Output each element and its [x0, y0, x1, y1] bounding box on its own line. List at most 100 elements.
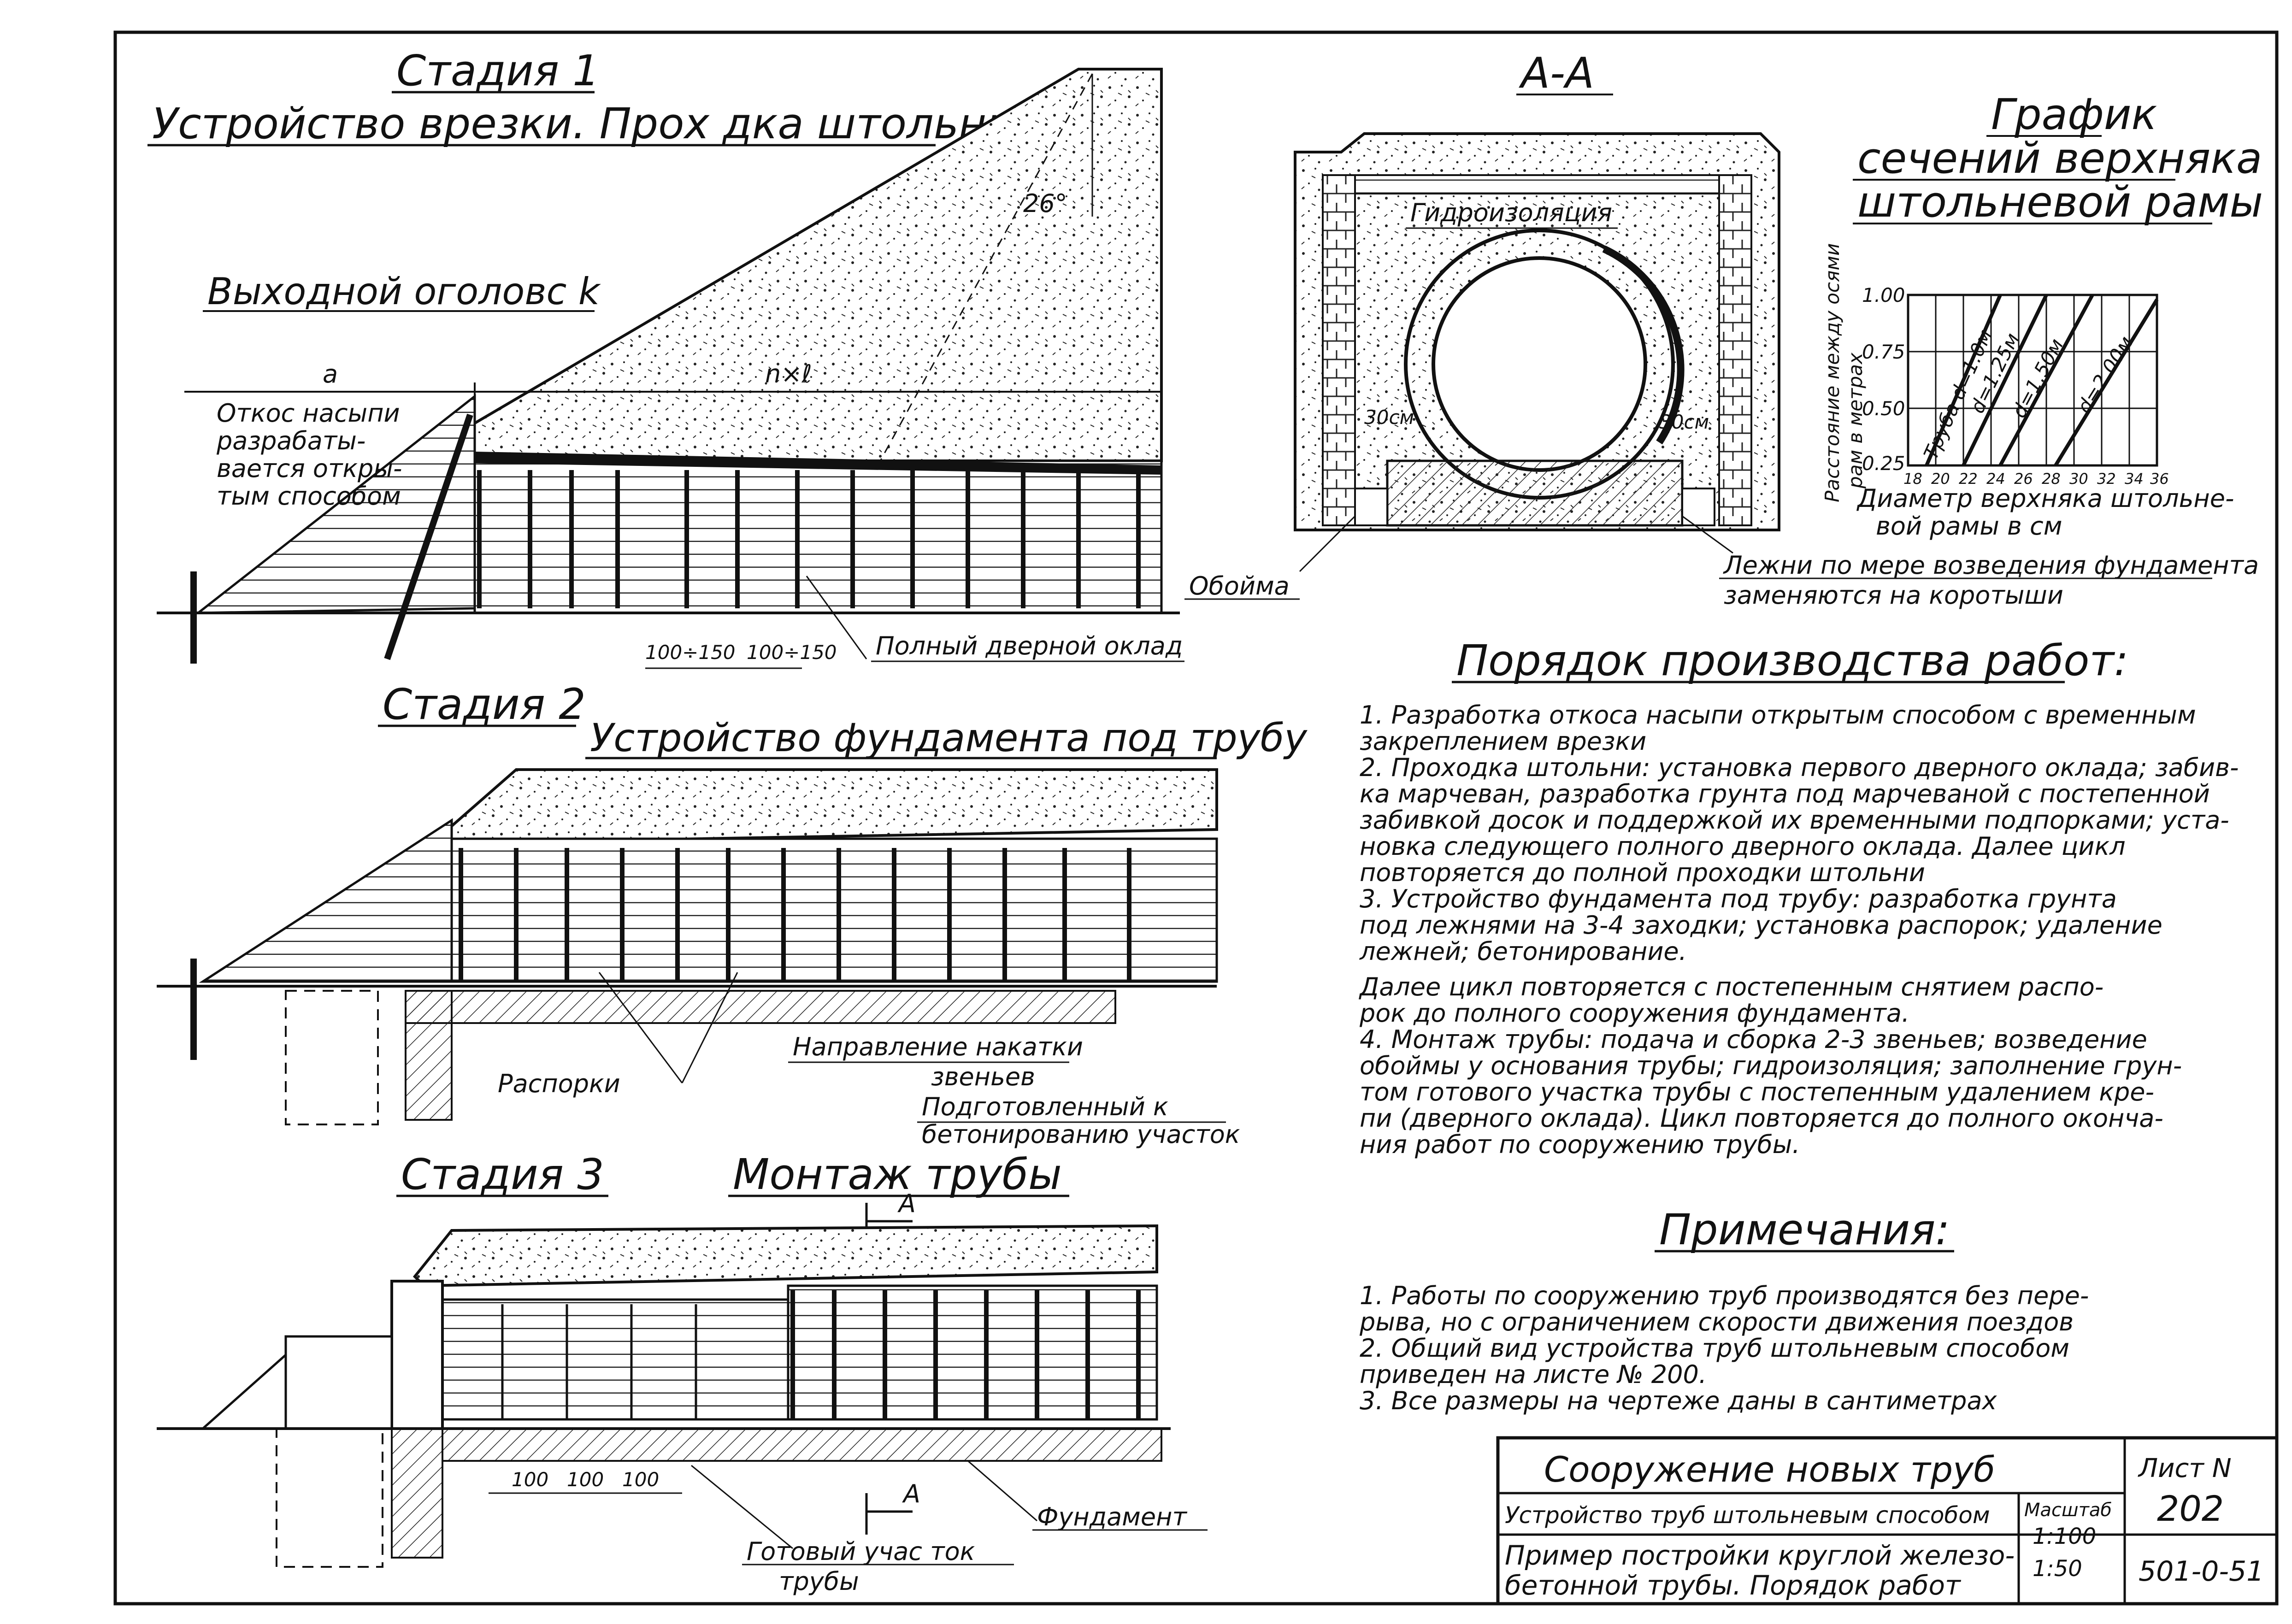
- graph-xtick-9: 34: [2125, 470, 2144, 488]
- graph-title-3: штольневой рамы: [1857, 177, 2263, 227]
- graph-xtick-2: 20: [1931, 470, 1950, 488]
- graph-ytick-2: 0.75: [1862, 341, 1905, 363]
- stage-3-pipe: [436, 1298, 790, 1421]
- section-mark-bottom: A: [902, 1479, 920, 1508]
- prepared-label-1: Подготовленный к: [922, 1092, 1168, 1121]
- stage-2-embankment: [441, 768, 1218, 845]
- doc-code: 501-0-51: [2139, 1555, 2264, 1588]
- graph-xtick-5: 26: [2014, 470, 2033, 488]
- section-right-wall: [1718, 174, 1752, 526]
- graph-title-1: График: [1991, 90, 2157, 139]
- graph-ylabel-1: Расстояние между осями: [1821, 243, 1844, 502]
- struts-label: Распорки: [498, 1069, 620, 1098]
- notes-line-3: 2. Общий вид устройства труб штольневым …: [1360, 1334, 2069, 1363]
- graph-ytick-1: 1.00: [1862, 284, 1905, 306]
- notes-title: Примечания:: [1659, 1205, 1950, 1254]
- sheet-frame: [113, 30, 2279, 1606]
- prepared-label-2: бетонированию участок: [922, 1120, 1240, 1149]
- title-block: Сооружение новых труб Устройство труб шт…: [1496, 1436, 2279, 1606]
- frame-graph: График сечений верхняка штольневой рамы …: [1821, 90, 2263, 541]
- stage-2-posts: [459, 848, 1131, 982]
- procedure: Порядок производства работ: 1. Разработк…: [1359, 636, 2239, 1159]
- scale-label: Масштаб: [2024, 1500, 2112, 1521]
- graph-ytick-4: 0.25: [1862, 452, 1905, 475]
- procedure-line-13: 4. Монтаж трубы: подача и сборка 2-3 зве…: [1360, 1025, 2147, 1054]
- stage-2: Стадия 2 Устройство фундамента под трубу: [157, 680, 1308, 1149]
- stage-2-slope: [199, 818, 453, 983]
- outlet-label: Выходной оголовс k: [207, 270, 601, 313]
- graph-xlabel-1: Диаметр верхняка штольне-: [1856, 484, 2234, 513]
- graph-grid: [1907, 294, 2158, 467]
- dim-100-2: 100: [567, 1468, 604, 1491]
- procedure-line-11: Далее цикл повторяется с постепенным сня…: [1359, 972, 2103, 1001]
- procedure-line-4: ка марчеван, разработка грунта под марче…: [1360, 779, 2210, 808]
- procedure-line-9: под лежнями на 3-4 заходки; установка ра…: [1360, 911, 2162, 940]
- stage-2-subtitle: Устройство фундамента под трубу: [590, 715, 1308, 760]
- title-main: Сооружение новых труб: [1544, 1449, 1995, 1490]
- curve-label-4: d=2.00м: [2073, 332, 2138, 418]
- graph-xlabel-2: вой рамы в см: [1876, 512, 2062, 541]
- sheet-label: Лист N: [2138, 1453, 2232, 1483]
- notes-line-5: 3. Все размеры на чертеже даны в сантиме…: [1360, 1386, 1997, 1415]
- foundation-label: Фундамент: [1037, 1502, 1187, 1531]
- procedure-line-2: закреплением врезки: [1360, 727, 1646, 756]
- stage-3-title: Стадия 3: [401, 1150, 604, 1199]
- graph-xtick-1: 18: [1903, 470, 1922, 488]
- waterproofing-layer: [1602, 245, 1685, 445]
- stage-3: Стадия 3 Монтаж трубы A: [157, 1150, 1208, 1596]
- scale-1: 1:100: [2033, 1524, 2096, 1549]
- graph-ylabel-2: рам в метрах: [1844, 352, 1867, 489]
- spacing-2: 100÷150: [747, 641, 837, 664]
- left-dim: 30см: [1364, 406, 1414, 429]
- frame-label: Полный дверной оклад: [876, 631, 1183, 660]
- sleepers-label-2: заменяются на коротыши: [1724, 581, 2063, 610]
- procedure-line-10: лежней; бетонирование.: [1359, 937, 1687, 966]
- slope-note-4: тым способом: [217, 482, 401, 511]
- stage-2-foundation: [405, 990, 1116, 1024]
- cage-label: Обойма: [1189, 571, 1290, 600]
- procedure-line-8: 3. Устройство фундамента под трубу: разр…: [1360, 884, 2117, 913]
- headwall: [390, 1280, 444, 1430]
- procedure-line-7: повторяется до полной проходки штольни: [1360, 858, 1925, 887]
- stage-1: Стадия 1 Устройство врезки. Прох дка што…: [147, 46, 1184, 669]
- direction-label-2: звеньев: [931, 1062, 1035, 1091]
- graph-xtick-8: 32: [2097, 470, 2116, 488]
- procedure-line-3: 2. Проходка штольни: установка первого д…: [1360, 753, 2239, 782]
- ready-label-1: Готовый учас ток: [747, 1537, 975, 1566]
- graph-title-2: сечений верхняка: [1857, 134, 2262, 183]
- adit-boards: [473, 459, 1163, 614]
- title-sub: Устройство труб штольневым способом: [1505, 1502, 1990, 1529]
- section-left-wall: [1322, 174, 1356, 526]
- dim-nl: n×ℓ: [765, 359, 812, 388]
- scale-2: 1:50: [2033, 1556, 2082, 1582]
- title-desc-1: Пример постройки круглой железо-: [1505, 1540, 2015, 1571]
- stage-2-title: Стадия 2: [383, 680, 586, 729]
- graph-xtick-6: 28: [2042, 470, 2061, 488]
- stage-3-foundation: [442, 1428, 1162, 1462]
- slope-note-3: вается откры-: [217, 454, 402, 483]
- spacing-1: 100÷150: [645, 641, 736, 664]
- stage-3-subtitle: Монтаж трубы: [733, 1150, 1062, 1199]
- procedure-line-5: забивкой досок и поддержкой их временным…: [1360, 806, 2229, 835]
- procedure-line-14: обоймы у основания трубы; гидроизоляция;…: [1360, 1051, 2182, 1080]
- graph-curves: [1925, 294, 2159, 467]
- pipe-inner: [1432, 256, 1647, 472]
- notes-line-4: приведен на листе № 200.: [1360, 1360, 1707, 1389]
- frame-posts: [477, 470, 1141, 608]
- dim-100-3: 100: [622, 1468, 659, 1491]
- stage-1-subtitle: Устройство врезки. Прох дка штольни: [152, 99, 1014, 148]
- graph-xtick-4: 24: [1986, 470, 2005, 488]
- graph-xtick-10: 36: [2150, 470, 2169, 488]
- section-mark-top: A: [897, 1189, 916, 1218]
- graph-ytick-3: 0.50: [1862, 397, 1905, 420]
- notes-line-2: рыва, но с ограничением скорости движени…: [1359, 1307, 2074, 1336]
- procedure-line-17: ния работ по сооружению трубы.: [1360, 1130, 1800, 1159]
- procedure-line-12: рок до полного сооружения фундамента.: [1359, 999, 1909, 1028]
- stage-1-title: Стадия 1: [396, 46, 600, 95]
- right-dim: 30см: [1659, 411, 1709, 433]
- stage-3-embankment: [412, 1224, 1158, 1288]
- angle-label: 26°: [1023, 189, 1067, 218]
- dim-a: a: [323, 359, 338, 388]
- notes: Примечания: 1. Работы по сооружению труб…: [1359, 1205, 2089, 1415]
